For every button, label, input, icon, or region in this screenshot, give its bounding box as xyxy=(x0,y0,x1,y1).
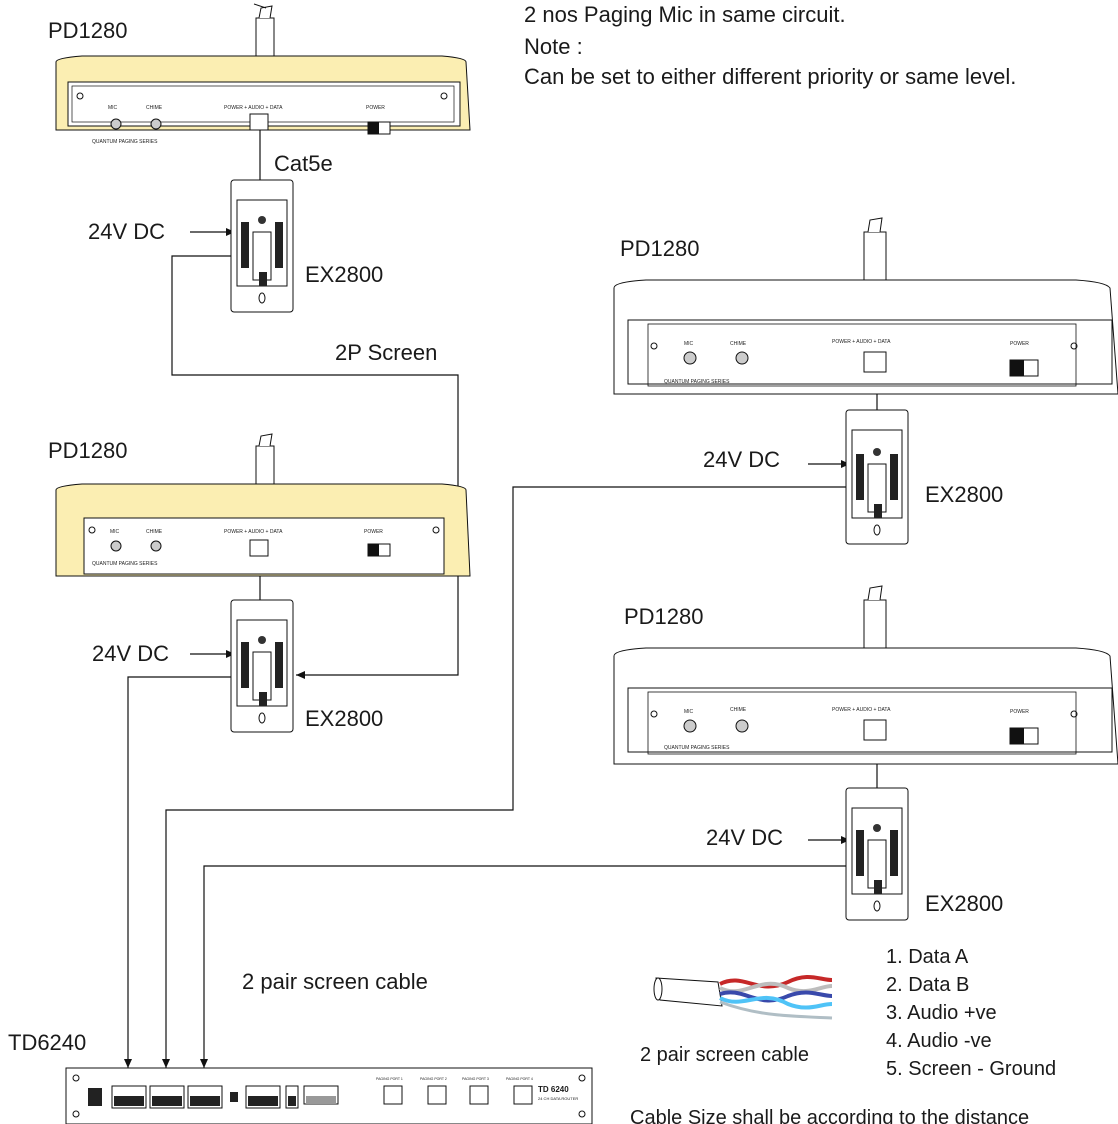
ex2800-title-2: EX2800 xyxy=(305,706,384,731)
td6240-port-3: PAGING PORT 3 xyxy=(462,1077,489,1081)
screen-2p-label: 2P Screen xyxy=(335,340,438,365)
bus-link-1 xyxy=(124,676,237,1068)
ex2800-body-1 xyxy=(230,179,294,313)
pd1280-body-2 xyxy=(55,433,471,577)
port-label-3: POWER + AUDIO + DATA xyxy=(832,339,891,345)
td6240-title: TD6240 xyxy=(8,1030,87,1055)
bus-link-3 xyxy=(200,865,850,1068)
port-label-2: POWER + AUDIO + DATA xyxy=(224,529,283,535)
mic-label-2: MIC xyxy=(110,529,120,535)
ex2800-title-1: EX2800 xyxy=(305,262,384,287)
td6240-body xyxy=(65,1067,593,1124)
ex2800-body-4 xyxy=(845,787,909,921)
legend-item: 2. Data B xyxy=(886,974,970,996)
chime-label-2: CHIME xyxy=(146,529,163,535)
ex2800-unit-1 xyxy=(230,179,294,313)
pd1280-body-4 xyxy=(613,585,1118,765)
td6240-caption: 24 CH DATA ROUTER xyxy=(538,1096,579,1101)
pd1280-title-3: PD1280 xyxy=(620,236,700,261)
cat5e-label: Cat5e xyxy=(274,151,333,176)
mic-label-1: MIC xyxy=(108,105,118,111)
pd1280-console-2: MIC CHIME POWER + AUDIO + DATA POWER QUA… xyxy=(52,430,472,580)
ex2800-unit-3 xyxy=(845,409,909,545)
cable-twisted-pairs xyxy=(653,974,833,1020)
dc24-label-4: 24V DC xyxy=(706,825,784,850)
note-line-3: Can be set to either different priority … xyxy=(524,64,1017,89)
note-line-1: 2 nos Paging Mic in same circuit. xyxy=(524,2,846,27)
power-label-4: POWER xyxy=(1010,709,1029,715)
screen-link-1 xyxy=(171,255,459,679)
cable-label-mid: 2 pair screen cable xyxy=(242,969,428,994)
ex2800-unit-2 xyxy=(230,599,294,733)
pd1280-console-1: MIC CHIME POWER + AUDIO + DATA POWER QUA… xyxy=(52,0,472,145)
ex2800-body-2 xyxy=(230,599,294,733)
ex2800-unit-4 xyxy=(845,787,909,921)
ex2800-body-3 xyxy=(845,409,909,545)
power-label-1: POWER xyxy=(366,105,385,111)
chime-label-3: CHIME xyxy=(730,341,747,347)
series-label-1: QUANTUM PAGING SERIES xyxy=(92,139,158,145)
dc24-label-2: 24V DC xyxy=(92,641,170,666)
power-label-3: POWER xyxy=(1010,341,1029,347)
dc24-label-3: 24V DC xyxy=(703,447,781,472)
series-label-2: QUANTUM PAGING SERIES xyxy=(92,561,158,567)
cable-legend-label: 2 pair screen cable xyxy=(640,1044,809,1066)
td6240-port-2: PAGING PORT 2 xyxy=(420,1077,447,1081)
chime-label-4: CHIME xyxy=(730,707,747,713)
legend-item: 3. Audio +ve xyxy=(886,1002,997,1024)
series-label-4: QUANTUM PAGING SERIES xyxy=(664,745,730,751)
note-bottom-clip: Cable Size shall be according to the dis… xyxy=(620,1106,1118,1124)
pd1280-body-3 xyxy=(613,217,1118,395)
legend-item: 1. Data A xyxy=(886,946,969,968)
cable-legend-list: 1. Data A 2. Data B 3. Audio +ve 4. Audi… xyxy=(886,945,1056,1081)
pd1280-console-4: MIC CHIME POWER + AUDIO + DATA POWER QUA… xyxy=(606,580,1118,766)
power-label-2: POWER xyxy=(364,529,383,535)
note-line-2: Note : xyxy=(524,34,583,59)
port-label-4: POWER + AUDIO + DATA xyxy=(832,707,891,713)
port-label-1: POWER + AUDIO + DATA xyxy=(224,105,283,111)
cable-illustration xyxy=(648,966,844,1028)
ex2800-title-3: EX2800 xyxy=(925,482,1004,507)
pd1280-body-1 xyxy=(55,3,471,135)
td6240-model: TD 6240 xyxy=(538,1085,569,1094)
note-bottom: Cable Size shall be according to the dis… xyxy=(630,1107,1030,1124)
pd1280-title-4: PD1280 xyxy=(624,604,704,629)
pd1280-console-3: MIC CHIME POWER + AUDIO + DATA POWER QUA… xyxy=(606,210,1118,396)
legend-item: 4. Audio -ve xyxy=(886,1030,992,1052)
mic-label-4: MIC xyxy=(684,709,694,715)
pd1280-title-1: PD1280 xyxy=(48,18,128,43)
bus-link-2 xyxy=(162,486,850,1068)
mic-label-3: MIC xyxy=(684,341,694,347)
td6240-port-1: PAGING PORT 1 xyxy=(376,1077,403,1081)
dc24-label-1: 24V DC xyxy=(88,219,166,244)
ex2800-title-4: EX2800 xyxy=(925,891,1004,916)
td6240-panel: TD 6240 24 CH DATA ROUTER PAGING PORT 1 … xyxy=(65,1067,593,1124)
legend-item: 5. Screen - Ground xyxy=(886,1058,1057,1080)
chime-label-1: CHIME xyxy=(146,105,163,111)
pd1280-title-2: PD1280 xyxy=(48,438,128,463)
td6240-port-4: PAGING PORT 4 xyxy=(506,1077,533,1081)
series-label-3: QUANTUM PAGING SERIES xyxy=(664,379,730,385)
